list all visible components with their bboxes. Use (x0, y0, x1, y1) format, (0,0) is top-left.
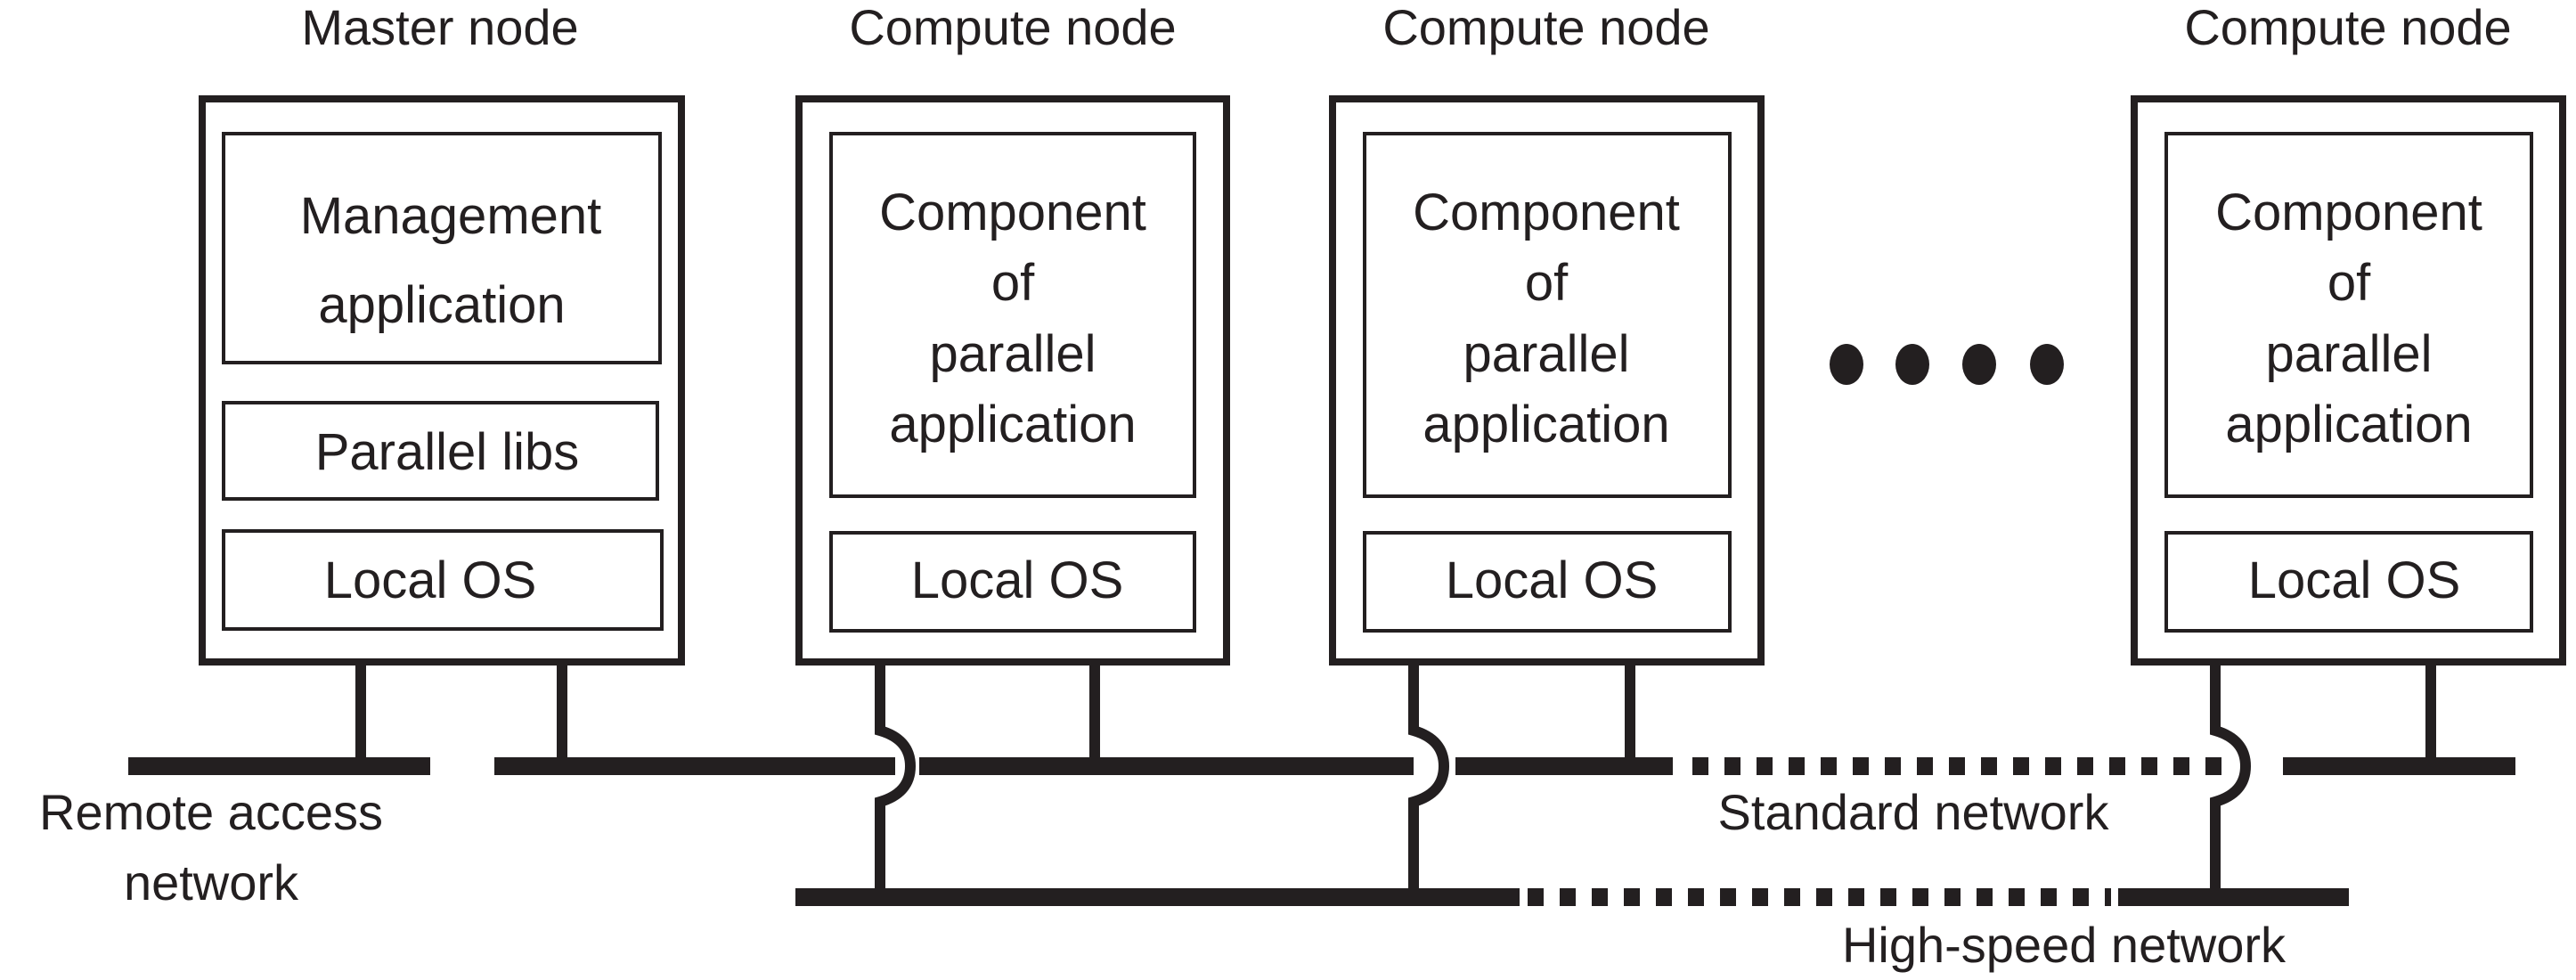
compute-node-n-title: Compute node (2184, 0, 2511, 55)
standard-network-bar (919, 757, 1414, 775)
compute-node-2-box (1329, 95, 1765, 666)
high-speed-network-bar-end (2118, 888, 2349, 906)
remote-access-network-bar (128, 757, 430, 775)
compute-2-app-line-4: application (1423, 396, 1669, 453)
compute-node-2 (1329, 95, 1765, 666)
master-local-os-label: Local OS (324, 551, 537, 609)
compute-1-app-line-4: application (889, 396, 1136, 453)
compute-n-app-line-1: Component (2215, 184, 2482, 241)
compute-2-app-line-3: parallel (1463, 325, 1630, 383)
ellipsis-dot (1895, 344, 1929, 385)
compute-node-2-app-box (1363, 132, 1732, 498)
standard-network-label: Standard network (1718, 784, 2110, 840)
compute-n-app-line-2: of (2327, 254, 2371, 312)
high-speed-network-bar (795, 888, 1520, 906)
compute-node-2-title: Compute node (1382, 0, 1709, 55)
parallel-libs-label: Parallel libs (315, 423, 580, 481)
management-app-line-1: Management (300, 187, 602, 245)
remote-network-label-line-2: network (124, 854, 299, 911)
compute-1-highspeed-link (875, 666, 917, 891)
standard-network-bar-end (2283, 757, 2515, 775)
compute-2-os-label: Local OS (1446, 551, 1659, 609)
ellipsis-dot (1830, 344, 1863, 385)
compute-2-app-line-2: of (1525, 254, 1569, 312)
compute-n-highspeed-link (2210, 666, 2252, 891)
compute-node-n (2131, 95, 2566, 666)
master-node-title: Master node (301, 0, 578, 55)
master-local-os-box (222, 529, 664, 631)
ellipsis-dot (2030, 344, 2064, 385)
management-app-box (222, 132, 662, 364)
compute-node-1-app-box (829, 132, 1196, 498)
compute-node-2-os-box (1363, 531, 1732, 633)
compute-node-1 (795, 95, 1230, 666)
compute-node-1-box (795, 95, 1230, 666)
compute-2-app-line-1: Component (1413, 184, 1680, 241)
compute-2-highspeed-link (1408, 666, 1450, 891)
high-speed-network-label: High-speed network (1842, 917, 2287, 973)
remote-network-label-line-1: Remote access (39, 784, 383, 840)
compute-1-app-line-1: Component (879, 184, 1146, 241)
compute-1-os-label: Local OS (911, 551, 1124, 609)
compute-n-app-line-3: parallel (2266, 325, 2433, 383)
management-app-line-2: application (318, 276, 565, 334)
master-node-box (199, 95, 685, 666)
compute-node-n-app-box (2164, 132, 2533, 498)
compute-node-1-title: Compute node (849, 0, 1176, 55)
compute-n-app-line-4: application (2225, 396, 2472, 453)
compute-node-1-os-box (829, 531, 1196, 633)
compute-node-n-box (2131, 95, 2566, 666)
compute-1-app-line-3: parallel (930, 325, 1096, 383)
standard-network-bar (494, 757, 895, 775)
ellipsis-dot (1962, 344, 1996, 385)
compute-1-app-line-2: of (991, 254, 1035, 312)
parallel-libs-box (222, 401, 659, 501)
standard-network-bar (1455, 757, 1673, 775)
compute-node-n-os-box (2164, 531, 2533, 633)
compute-n-os-label: Local OS (2248, 551, 2461, 609)
master-node (199, 95, 685, 666)
